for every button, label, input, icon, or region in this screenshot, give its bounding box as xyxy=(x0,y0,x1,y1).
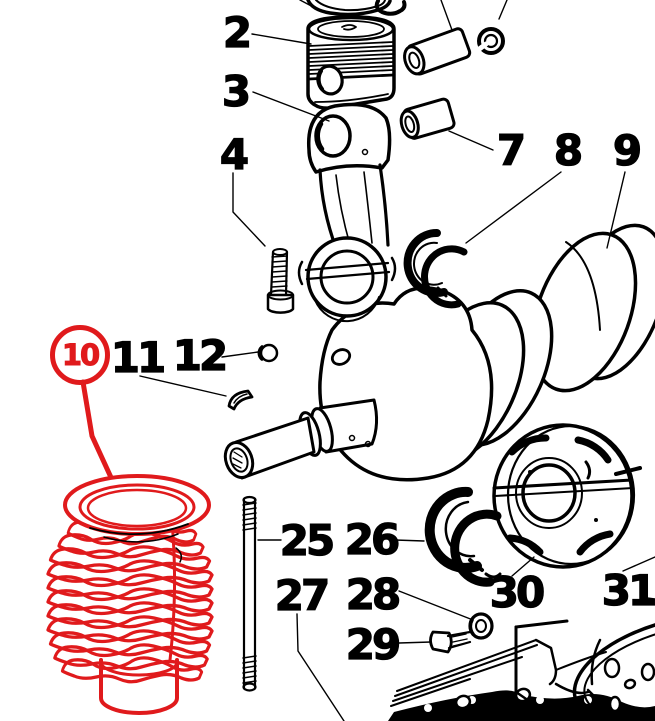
bearing-support-drawing xyxy=(492,423,642,569)
part-label-7[interactable]: 7 xyxy=(496,126,527,175)
part-label-12[interactable]: 12 xyxy=(172,331,229,380)
cylinder-highlighted-drawing xyxy=(46,379,214,715)
part-label-4[interactable]: 4 xyxy=(219,130,250,179)
part-label-31[interactable]: 31 xyxy=(601,566,655,615)
red-leader-line xyxy=(80,379,117,487)
part-label-2[interactable]: 2 xyxy=(222,8,253,57)
connecting-rod-drawing xyxy=(297,102,397,323)
piston-pin-bushing-drawing xyxy=(399,97,456,140)
part-label-28[interactable]: 28 xyxy=(345,570,402,619)
rod-bolt-drawing xyxy=(266,248,295,314)
part-label-25[interactable]: 25 xyxy=(279,516,336,565)
part-label-27[interactable]: 27 xyxy=(274,571,331,620)
rod-bearing-shells-drawing xyxy=(403,228,468,309)
piston-ring-partial-drawing xyxy=(306,0,407,17)
part-label-29[interactable]: 29 xyxy=(345,620,402,669)
part-label-8[interactable]: 8 xyxy=(553,126,584,175)
circlip-drawing xyxy=(475,27,505,55)
piston-drawing xyxy=(306,15,396,110)
part-label-10-text: 10 xyxy=(61,337,100,372)
main-bearing-shells-drawing xyxy=(424,486,502,587)
part-label-3[interactable]: 3 xyxy=(221,67,252,116)
stud-drawing xyxy=(242,495,257,692)
case-bolt-drawing xyxy=(429,630,472,654)
leader-lines xyxy=(139,0,655,721)
part-label-11[interactable]: 11 xyxy=(110,333,167,382)
crankcase-drawing xyxy=(388,613,655,721)
woodruff-key-drawing xyxy=(227,389,254,411)
part-label-26[interactable]: 26 xyxy=(344,515,401,564)
washer-drawing xyxy=(468,612,494,640)
crankshaft-drawing xyxy=(223,223,655,482)
piston-pin-drawing xyxy=(403,27,472,76)
part-label-9[interactable]: 9 xyxy=(612,126,643,175)
part-label-10-highlighted[interactable]: 10 xyxy=(50,325,110,385)
part-label-30[interactable]: 30 xyxy=(489,568,546,617)
ball-key-drawing xyxy=(257,343,279,363)
